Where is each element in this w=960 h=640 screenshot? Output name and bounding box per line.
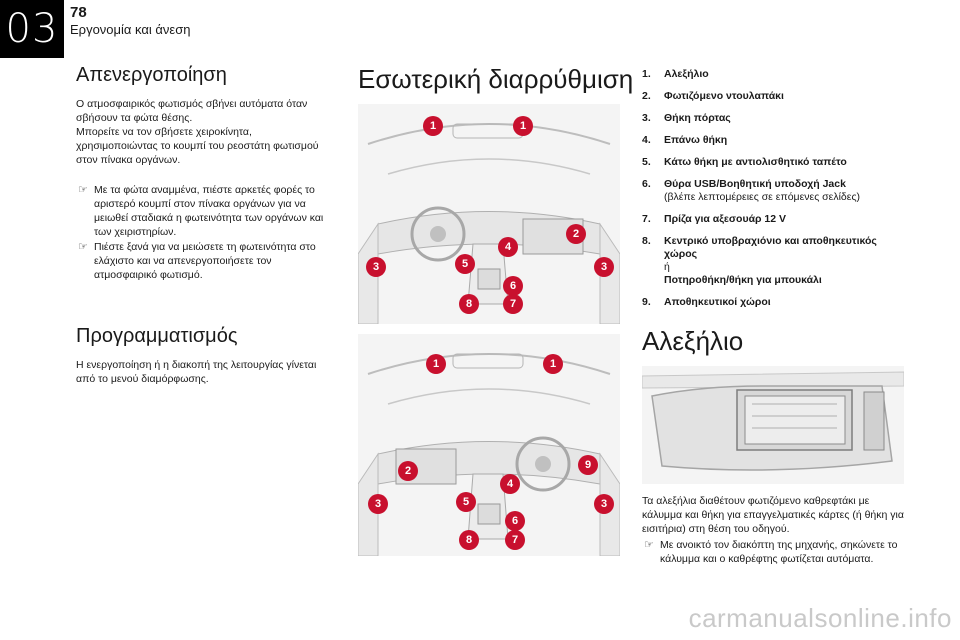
marker-1-right: 1 [543, 354, 563, 374]
list-item: 2. Φωτιζόμενο ντουλαπάκι [642, 90, 784, 102]
marker-3-right: 3 [594, 257, 614, 277]
deactivation-paragraph-2: Μπορείτε να τον σβήσετε χειροκίνητα, χρη… [76, 126, 319, 166]
bullet-text: Με ανοικτό τον διακόπτη της μηχανής, σηκ… [660, 539, 898, 565]
marker-7: 7 [505, 530, 525, 550]
marker-2: 2 [566, 224, 586, 244]
list-item: 7. Πρίζα για αξεσουάρ 12 V [642, 213, 787, 225]
sunvisor-text: Τα αλεξήλια διαθέτουν φωτιζόμενο καθρεφτ… [642, 494, 904, 567]
bullet-text: Πιέστε ξανά για να μειώσετε τη φωτεινότη… [94, 241, 316, 281]
sunvisor-bullet: ☞ Με ανοικτό τον διακόπτη της μηχανής, σ… [642, 538, 904, 566]
car-interior-illustration [357, 104, 621, 325]
interior-diagram-bottom: 1 1 2 3 4 5 6 7 8 9 3 [357, 334, 621, 557]
marker-6: 6 [505, 511, 525, 531]
marker-8: 8 [459, 530, 479, 550]
chapter-title: Εργονομία και άνεση [70, 22, 191, 37]
marker-1-right: 1 [513, 116, 533, 136]
programming-section: Προγραμματισμός Η ενεργοποίηση ή η διακο… [76, 325, 331, 386]
parts-list: 1. Αλεξήλιο 2. Φωτιζόμενο ντουλαπάκι 3. … [642, 68, 892, 318]
deactivation-bullet: ☞ Με τα φώτα αναμμένα, πιέστε αρκετές φο… [76, 183, 331, 239]
page-number: 78 [70, 4, 87, 21]
marker-5: 5 [456, 492, 476, 512]
list-item: 5. Κάτω θήκη με αντιολισθητικό ταπέτο [642, 156, 847, 168]
list-item: 1. Αλεξήλιο [642, 68, 709, 80]
list-item: 9. Αποθηκευτικοί χώροι [642, 296, 771, 308]
bullet-text: Με τα φώτα αναμμένα, πιέστε αρκετές φορέ… [94, 184, 324, 238]
deactivation-heading: Απενεργοποίηση [76, 64, 227, 86]
marker-4: 4 [498, 237, 518, 257]
marker-6: 6 [503, 276, 523, 296]
marker-7: 7 [503, 294, 523, 314]
interior-diagram-top: 1 1 2 3 4 5 6 7 8 3 [357, 104, 621, 325]
interior-layout-heading: Εσωτερική διαρρύθμιση [358, 64, 634, 94]
marker-4: 4 [500, 474, 520, 494]
left-column: Απενεργοποίηση Ο ατμοσφαιρικός φωτισμός … [76, 64, 331, 283]
list-item: 6. Θύρα USB/Βοηθητική υποδοχή Jack (βλέπ… [642, 178, 861, 203]
sunvisor-heading: Αλεξήλιο [642, 326, 744, 356]
sunvisor-diagram [641, 366, 905, 484]
marker-1-left: 1 [426, 354, 446, 374]
watermark: carmanualsonline.info [688, 603, 952, 633]
marker-2: 2 [398, 461, 418, 481]
chapter-tab: 03 [0, 0, 64, 58]
list-item: 8. Κεντρικό υποβραχιόνιο και αποθηκευτικ… [642, 235, 877, 286]
deactivation-bullet: ☞ Πιέστε ξανά για να μειώσετε τη φωτεινό… [76, 240, 331, 282]
marker-8: 8 [459, 294, 479, 314]
pointing-hand-icon: ☞ [78, 241, 88, 253]
programming-paragraph: Η ενεργοποίηση ή η διακοπή της λειτουργί… [76, 359, 317, 385]
marker-3-left: 3 [368, 494, 388, 514]
list-item: 3. Θήκη πόρτας [642, 112, 731, 124]
marker-3-right: 3 [594, 494, 614, 514]
marker-1-left: 1 [423, 116, 443, 136]
programming-heading: Προγραμματισμός [76, 325, 238, 347]
deactivation-paragraph-1: Ο ατμοσφαιρικός φωτισμός σβήνει αυτόματα… [76, 98, 308, 124]
marker-5: 5 [455, 254, 475, 274]
marker-9: 9 [578, 455, 598, 475]
marker-3-left: 3 [366, 257, 386, 277]
list-item: 4. Επάνω θήκη [642, 134, 728, 146]
car-interior-illustration-rhd [357, 334, 621, 557]
sunvisor-paragraph: Τα αλεξήλια διαθέτουν φωτιζόμενο καθρεφτ… [642, 495, 904, 535]
pointing-hand-icon: ☞ [78, 184, 88, 196]
pointing-hand-icon: ☞ [644, 539, 654, 551]
sunvisor-illustration [641, 366, 905, 484]
